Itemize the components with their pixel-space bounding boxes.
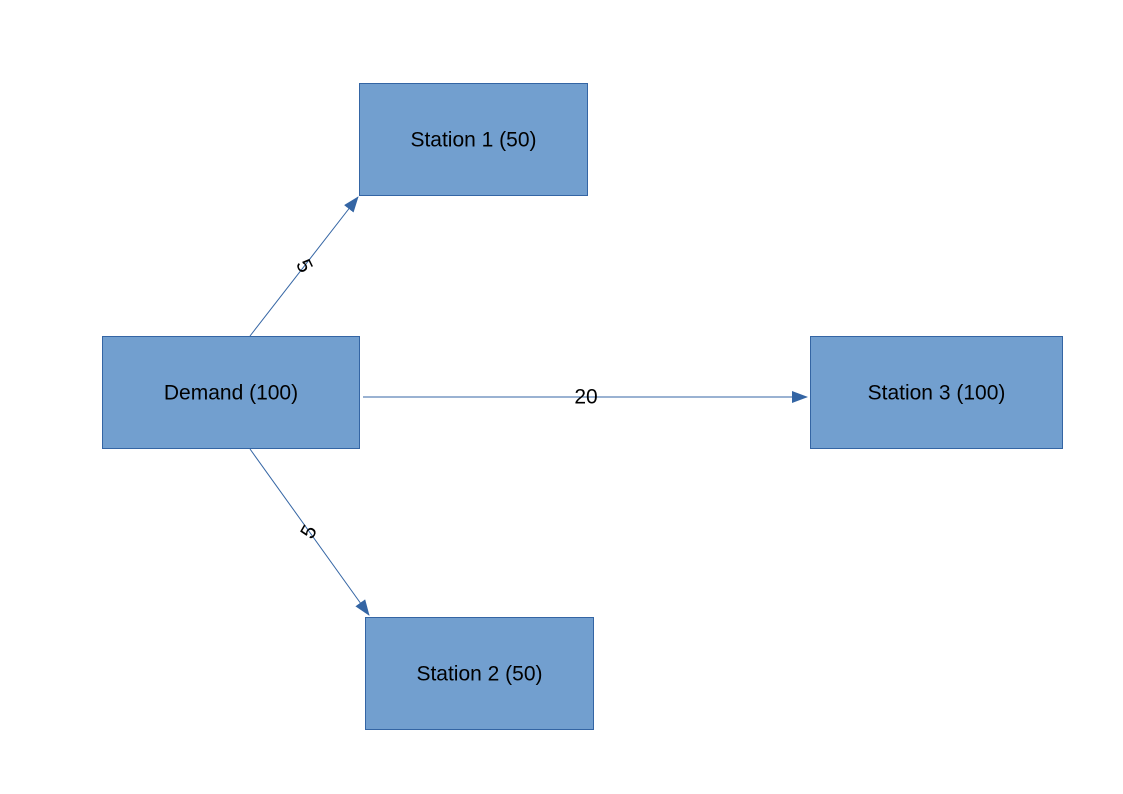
edge-demand-to-station-2-arrow xyxy=(249,448,370,616)
edge-demand-to-station-2[interactable]: 5 xyxy=(249,448,370,616)
node-station-3[interactable]: Station 3 (100) xyxy=(810,336,1063,449)
node-demand-box xyxy=(102,336,360,449)
edge-demand-to-station-1-arrow xyxy=(249,196,359,337)
node-station-1[interactable]: Station 1 (50) xyxy=(359,83,588,196)
node-demand[interactable]: Demand (100) xyxy=(102,336,360,449)
edge-demand-to-station-1[interactable]: 5 xyxy=(249,196,359,337)
edge-demand-to-station-1-label: 5 xyxy=(291,256,317,277)
edge-demand-to-station-3[interactable]: 20 xyxy=(363,386,808,409)
node-station-2-box xyxy=(365,617,594,730)
node-station-1-label: Station 1 (50) xyxy=(410,129,536,152)
node-station-1-box xyxy=(359,83,588,196)
node-station-2[interactable]: Station 2 (50) xyxy=(365,617,594,730)
node-demand-label: Demand (100) xyxy=(164,382,298,405)
edge-demand-to-station-2-label: 5 xyxy=(296,521,322,543)
node-station-3-box xyxy=(810,336,1063,449)
edge-demand-to-station-3-label: 20 xyxy=(574,386,597,409)
node-station-2-label: Station 2 (50) xyxy=(416,663,542,686)
node-station-3-label: Station 3 (100) xyxy=(868,382,1006,405)
